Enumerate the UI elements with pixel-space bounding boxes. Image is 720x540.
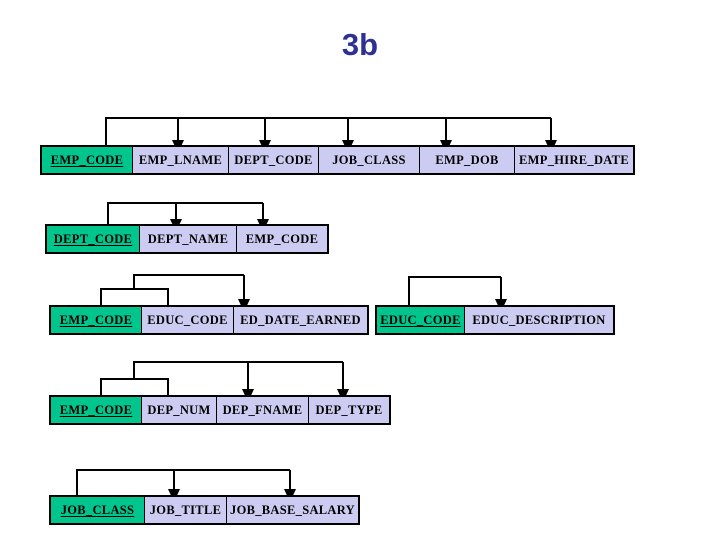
attribute-cell-emp-code[interactable]: EMP_CODE	[237, 226, 327, 252]
attribute-cell-emp-code[interactable]: EMP_CODE	[51, 397, 142, 423]
attribute-cell-dept-code[interactable]: DEPT_CODE	[229, 147, 319, 173]
relation-table: EMP_CODE EDUC_CODE ED_DATE_EARNED	[49, 305, 369, 335]
attribute-cell-dep-type[interactable]: DEP_TYPE	[309, 397, 389, 423]
relation-education: EDUC_CODE EDUC_DESCRIPTION	[375, 305, 615, 335]
relation-department: DEPT_CODE DEPT_NAME EMP_CODE	[45, 224, 329, 254]
attribute-cell-educ-description[interactable]: EDUC_DESCRIPTION	[465, 307, 613, 333]
attribute-cell-emp-code[interactable]: EMP_CODE	[42, 147, 133, 173]
attribute-cell-job-base-salary[interactable]: JOB_BASE_SALARY	[227, 497, 358, 523]
relation-table: EDUC_CODE EDUC_DESCRIPTION	[375, 305, 615, 335]
attribute-cell-dept-name[interactable]: DEPT_NAME	[140, 226, 237, 252]
relation-table: EMP_CODE EMP_LNAME DEPT_CODE JOB_CLASS E…	[40, 145, 635, 175]
attribute-cell-ed-date-earned[interactable]: ED_DATE_EARNED	[234, 307, 367, 333]
relation-employee: EMP_CODE EMP_LNAME DEPT_CODE JOB_CLASS E…	[40, 145, 635, 175]
relation-job: JOB_CLASS JOB_TITLE JOB_BASE_SALARY	[49, 495, 360, 525]
attribute-cell-dep-fname[interactable]: DEP_FNAME	[217, 397, 309, 423]
attribute-cell-emp-hire-date[interactable]: EMP_HIRE_DATE	[515, 147, 633, 173]
attribute-cell-job-class[interactable]: JOB_CLASS	[319, 147, 420, 173]
attribute-cell-educ-code[interactable]: EDUC_CODE	[142, 307, 234, 333]
relation-employee-education: EMP_CODE EDUC_CODE ED_DATE_EARNED	[49, 305, 369, 335]
relation-table: JOB_CLASS JOB_TITLE JOB_BASE_SALARY	[49, 495, 360, 525]
attribute-cell-emp-dob[interactable]: EMP_DOB	[420, 147, 515, 173]
attribute-cell-emp-lname[interactable]: EMP_LNAME	[133, 147, 229, 173]
attribute-cell-dep-num[interactable]: DEP_NUM	[142, 397, 217, 423]
relation-table: DEPT_CODE DEPT_NAME EMP_CODE	[45, 224, 329, 254]
attribute-cell-job-class[interactable]: JOB_CLASS	[51, 497, 145, 523]
attribute-cell-job-title[interactable]: JOB_TITLE	[145, 497, 227, 523]
page-title: 3b	[341, 27, 379, 62]
attribute-cell-emp-code[interactable]: EMP_CODE	[51, 307, 142, 333]
relation-table: EMP_CODE DEP_NUM DEP_FNAME DEP_TYPE	[49, 395, 391, 425]
attribute-cell-dept-code[interactable]: DEPT_CODE	[47, 226, 140, 252]
attribute-cell-educ-code[interactable]: EDUC_CODE	[377, 307, 465, 333]
relation-dependent: EMP_CODE DEP_NUM DEP_FNAME DEP_TYPE	[49, 395, 391, 425]
